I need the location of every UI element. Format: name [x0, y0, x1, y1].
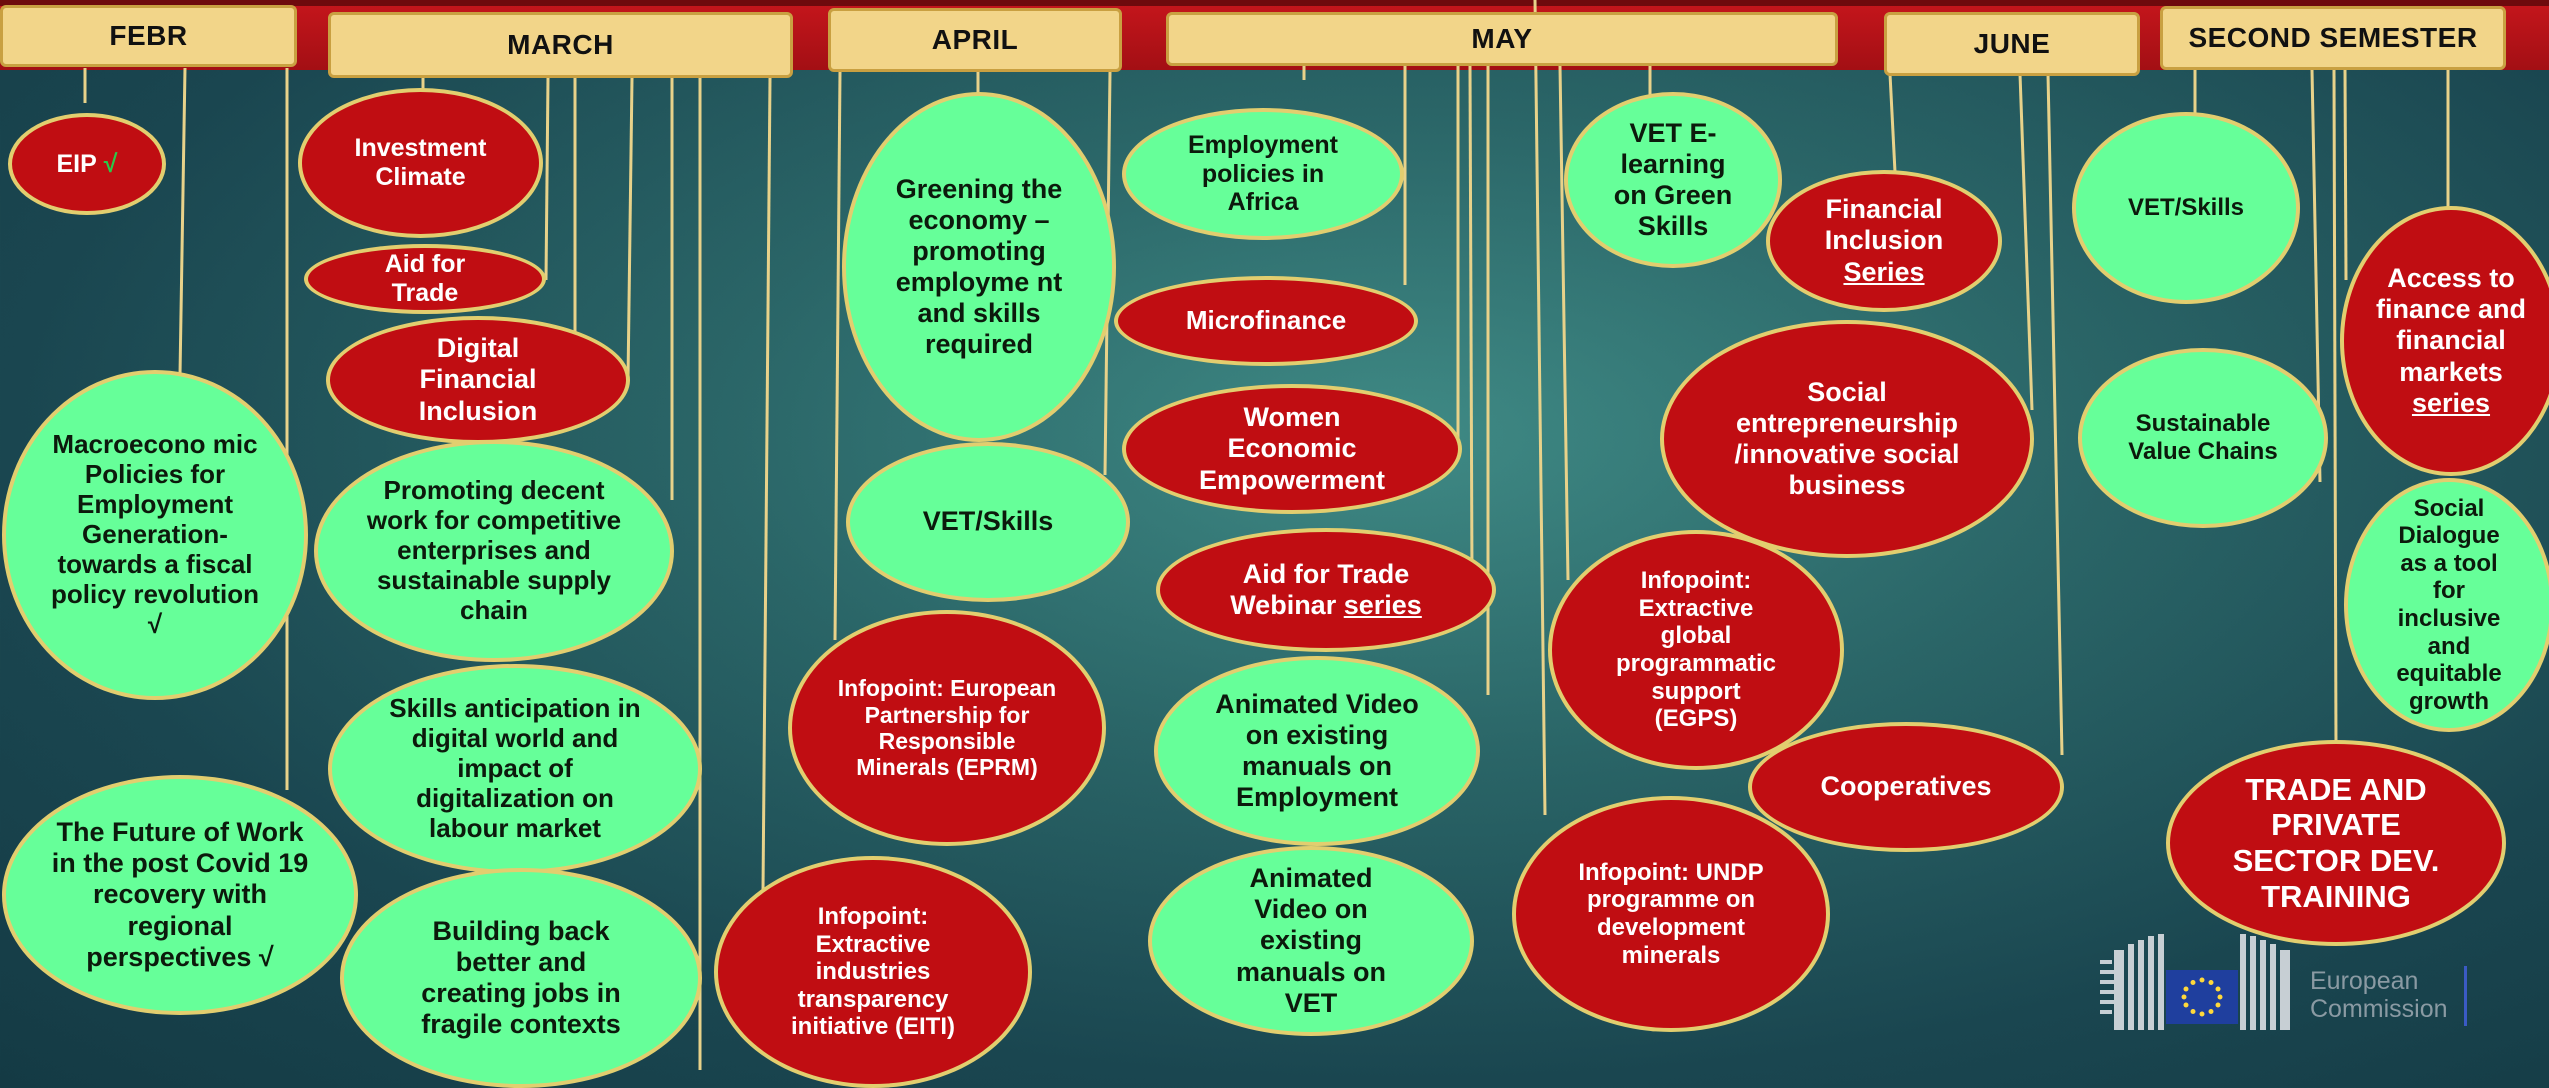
month-march: MARCH — [328, 12, 793, 78]
european-commission-logo — [2100, 930, 2480, 1030]
month-june: JUNE — [1884, 12, 2140, 76]
bubble-digital-financial-inclusion: Digital Financial Inclusion — [326, 316, 630, 444]
logo-line2: Commission — [2310, 994, 2448, 1023]
bubble-animated-video-employment: Animated Video on existing manuals on Em… — [1154, 656, 1480, 846]
bubble-macroeconomic-policies: Macroecono mic Policies for Employment G… — [2, 370, 308, 700]
bubble-aid-for-trade: Aid for Trade — [304, 244, 546, 314]
bubble-trade-private-sector-training: TRADE AND PRIVATE SECTOR DEV. TRAINING — [2166, 740, 2506, 946]
month-april: APRIL — [828, 8, 1122, 72]
eu-stars — [2181, 977, 2223, 1017]
check-icon: √ — [103, 149, 118, 178]
bubble-social-dialogue: Social Dialogue as a tool for inclusive … — [2344, 478, 2549, 732]
bubble-vet-skills-semester: VET/Skills — [2072, 112, 2300, 304]
bubble-infopoint-undp: Infopoint: UNDP programme on development… — [1512, 796, 1830, 1032]
series-link: series — [1343, 590, 1422, 620]
series-link: series — [2411, 387, 2491, 418]
bubble-promoting-decent-work: Promoting decent work for competitive en… — [314, 440, 674, 662]
webinar-label: Aid for Trade Webinar — [1230, 558, 1410, 620]
bubble-cooperatives: Cooperatives — [1748, 722, 2064, 852]
bubble-microfinance: Microfinance — [1114, 276, 1418, 366]
bubble-sustainable-value-chains: Sustainable Value Chains — [2078, 348, 2328, 528]
logo-line1: European — [2310, 967, 2419, 995]
month-febr: FEBR — [0, 5, 297, 67]
european-commission-wordmark: European Commission — [2310, 967, 2448, 1023]
bubble-building-back-better: Building back better and creating jobs i… — [340, 868, 702, 1088]
bubble-infopoint-eprm: Infopoint: European Partnership for Resp… — [788, 610, 1106, 846]
access-finance-label: Access to finance and financial markets — [2375, 263, 2527, 387]
bubble-aid-for-trade-webinar-text: Aid for Trade Webinar series — [1200, 559, 1452, 621]
month-may: MAY — [1166, 12, 1838, 66]
bubble-infopoint-egps: Infopoint: Extractive global programmati… — [1548, 530, 1844, 770]
series-link: Series — [1843, 256, 1925, 287]
bubble-vet-elearning-green-skills: VET E-learning on Green Skills — [1564, 92, 1782, 268]
bubble-greening-economy: Greening the economy – promoting employm… — [842, 92, 1116, 442]
bubble-eip: EIP √ — [8, 113, 166, 215]
bubble-animated-video-vet: Animated Video on existing manuals on VE… — [1148, 846, 1474, 1036]
bubble-investment-climate: Investment Climate — [298, 88, 543, 238]
bubble-women-economic-empowerment: Women Economic Empowerment — [1122, 384, 1462, 514]
timeline-bar-edge — [0, 0, 2549, 6]
bubble-eip-text: EIP — [56, 149, 97, 178]
bubble-aid-for-trade-webinar: Aid for Trade Webinar series — [1156, 528, 1496, 652]
bubble-skills-anticipation: Skills anticipation in digital world and… — [328, 664, 702, 874]
month-second-semester: SECOND SEMESTER — [2160, 6, 2506, 70]
bubble-social-entrepreneurship: Social entrepreneurship /innovative soci… — [1660, 320, 2034, 558]
bubble-future-of-work: The Future of Work in the post Covid 19 … — [2, 775, 358, 1015]
financial-inclusion-label: Financial Inclusion — [1824, 194, 1944, 256]
bubble-vet-skills-april: VET/Skills — [846, 442, 1130, 602]
bubble-infopoint-eiti: Infopoint: Extractive industries transpa… — [714, 856, 1032, 1088]
bubble-employment-policies-africa: Employment policies in Africa — [1122, 108, 1404, 240]
